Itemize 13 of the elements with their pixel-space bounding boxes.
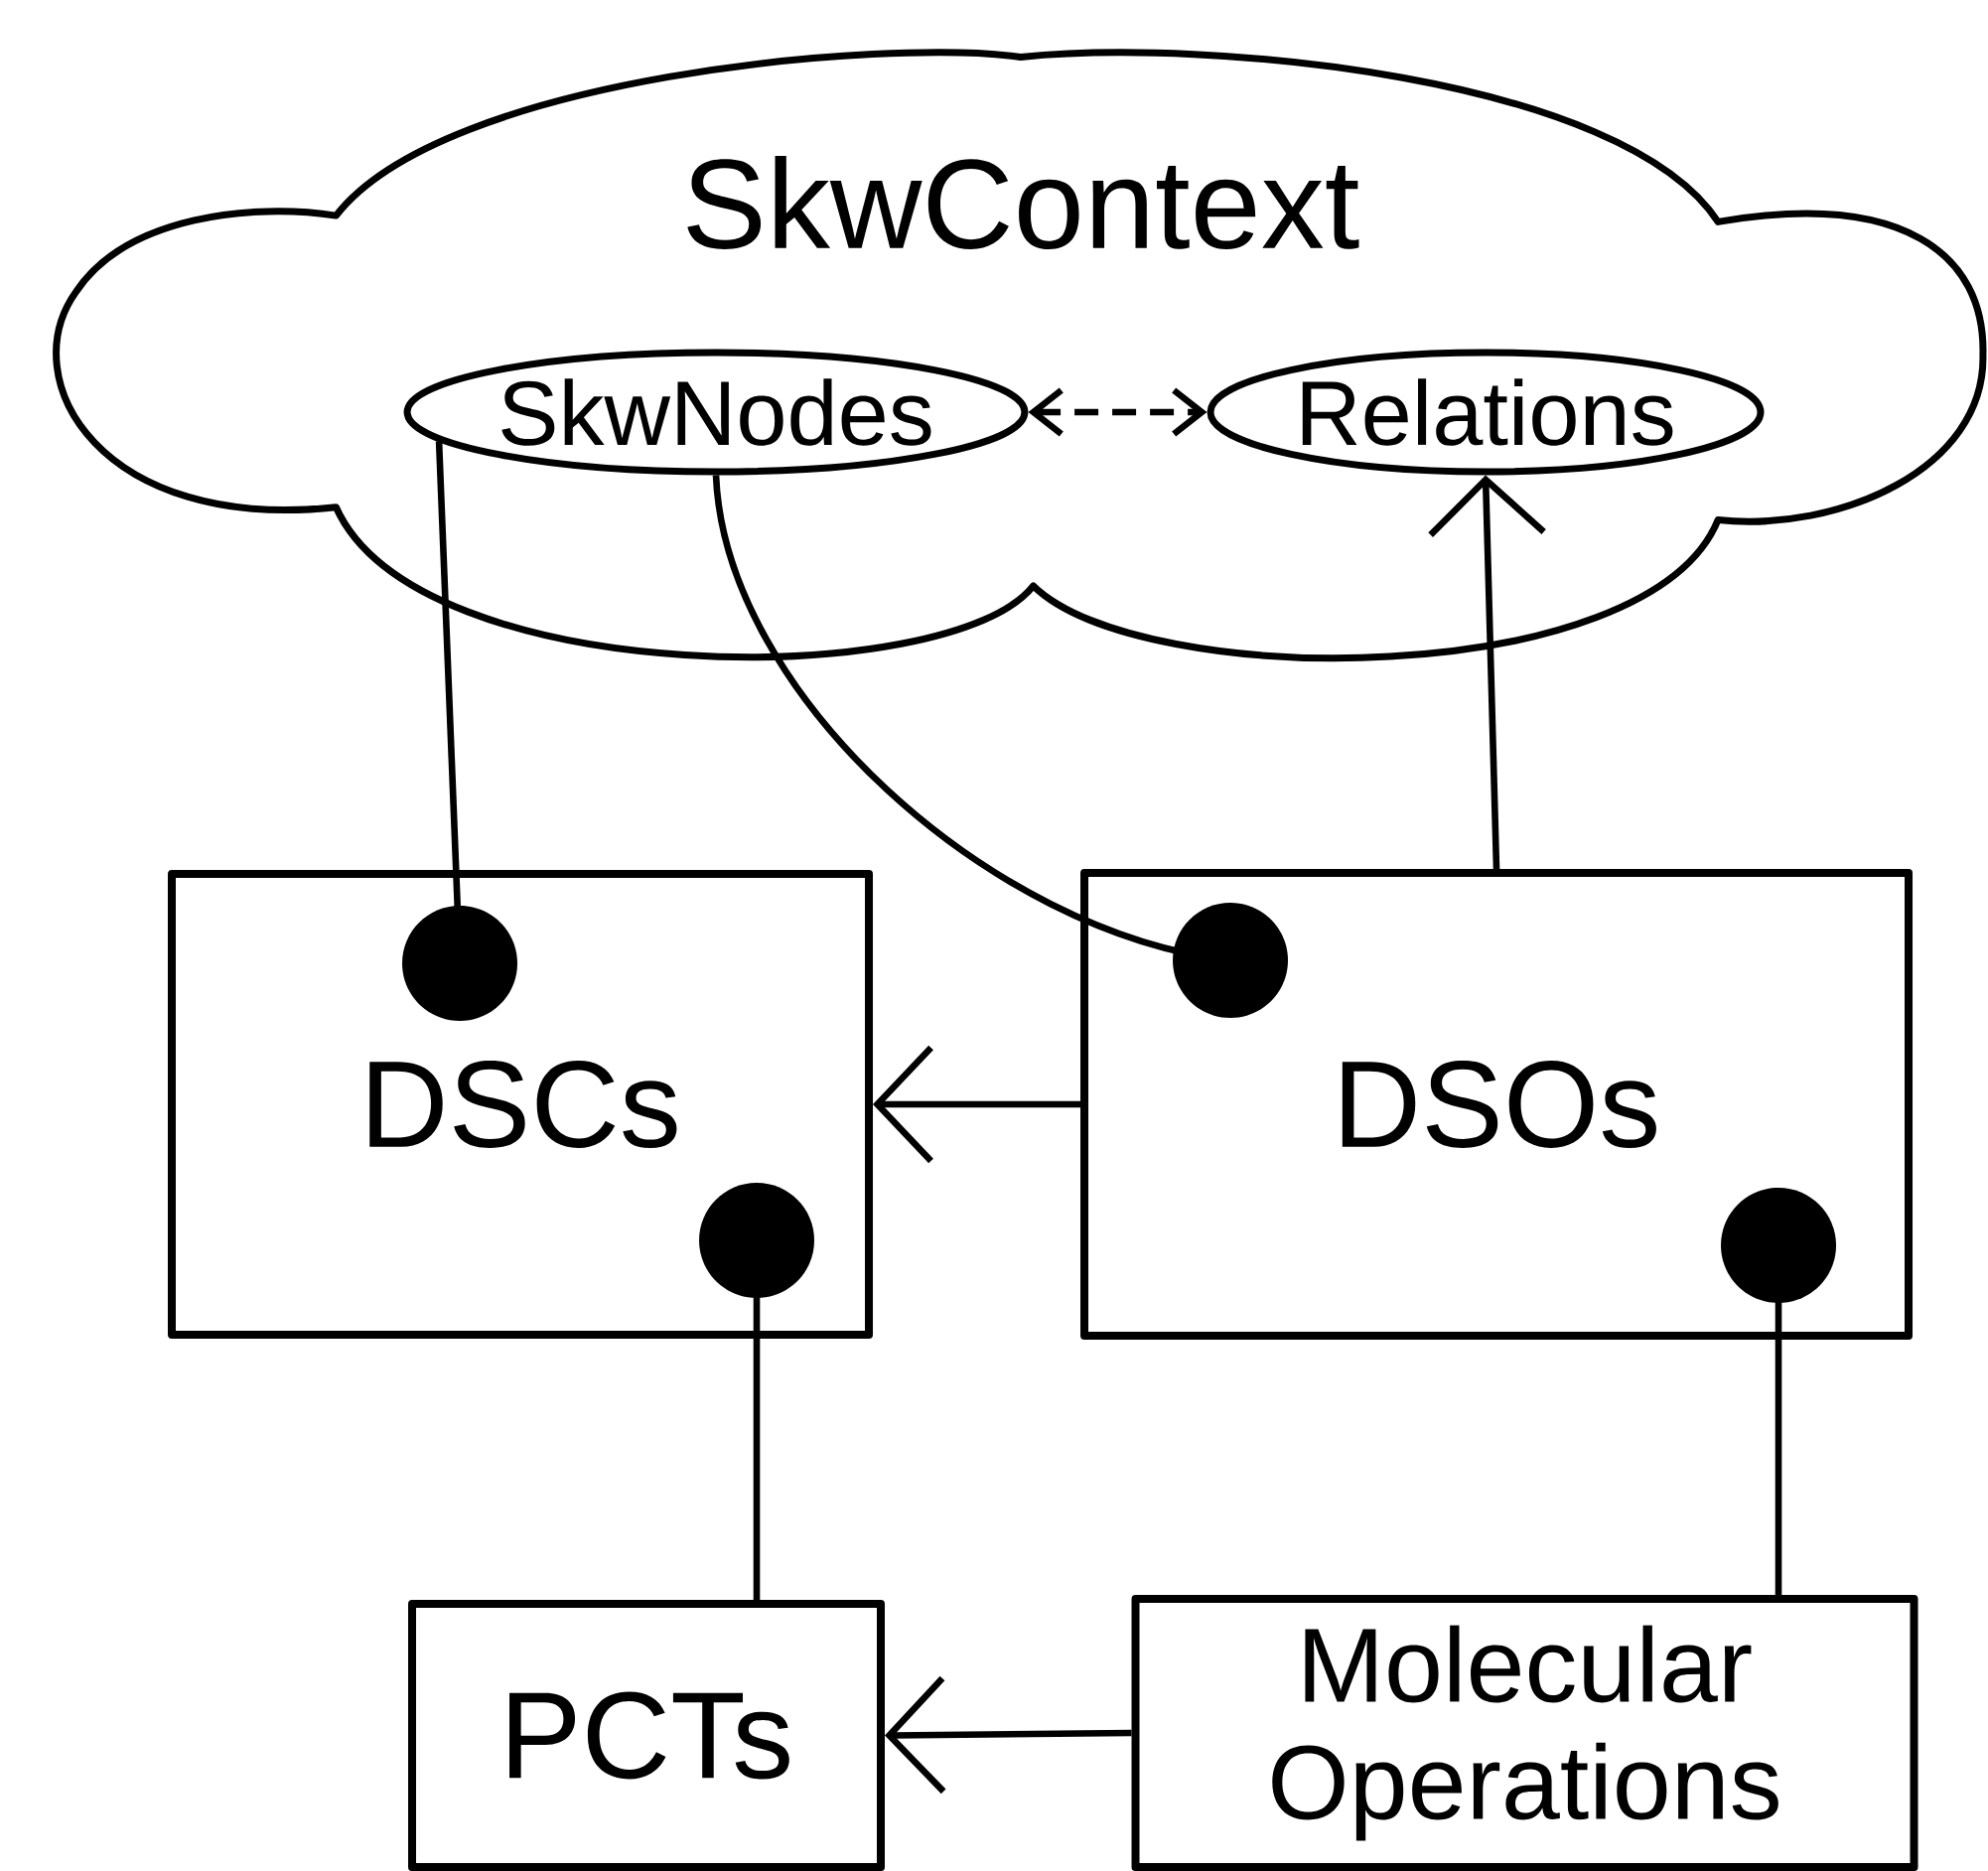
ellipse-node: SkwNodes xyxy=(403,349,1029,476)
box: DSOs xyxy=(1080,869,1913,1340)
box: DSCs xyxy=(168,870,873,1339)
connector-with-dot xyxy=(402,441,517,1021)
connector-with-dot xyxy=(1721,1188,1836,1595)
connector-with-dot xyxy=(699,1183,814,1600)
arrow xyxy=(885,1675,1132,1795)
box: Molecular Operations xyxy=(1131,1595,1918,1871)
box: PCTs xyxy=(408,1600,885,1871)
arrow xyxy=(1028,387,1207,437)
arrow xyxy=(1428,475,1546,870)
connector-with-dot xyxy=(712,475,1288,1018)
ellipse-node: Relations xyxy=(1207,349,1765,476)
